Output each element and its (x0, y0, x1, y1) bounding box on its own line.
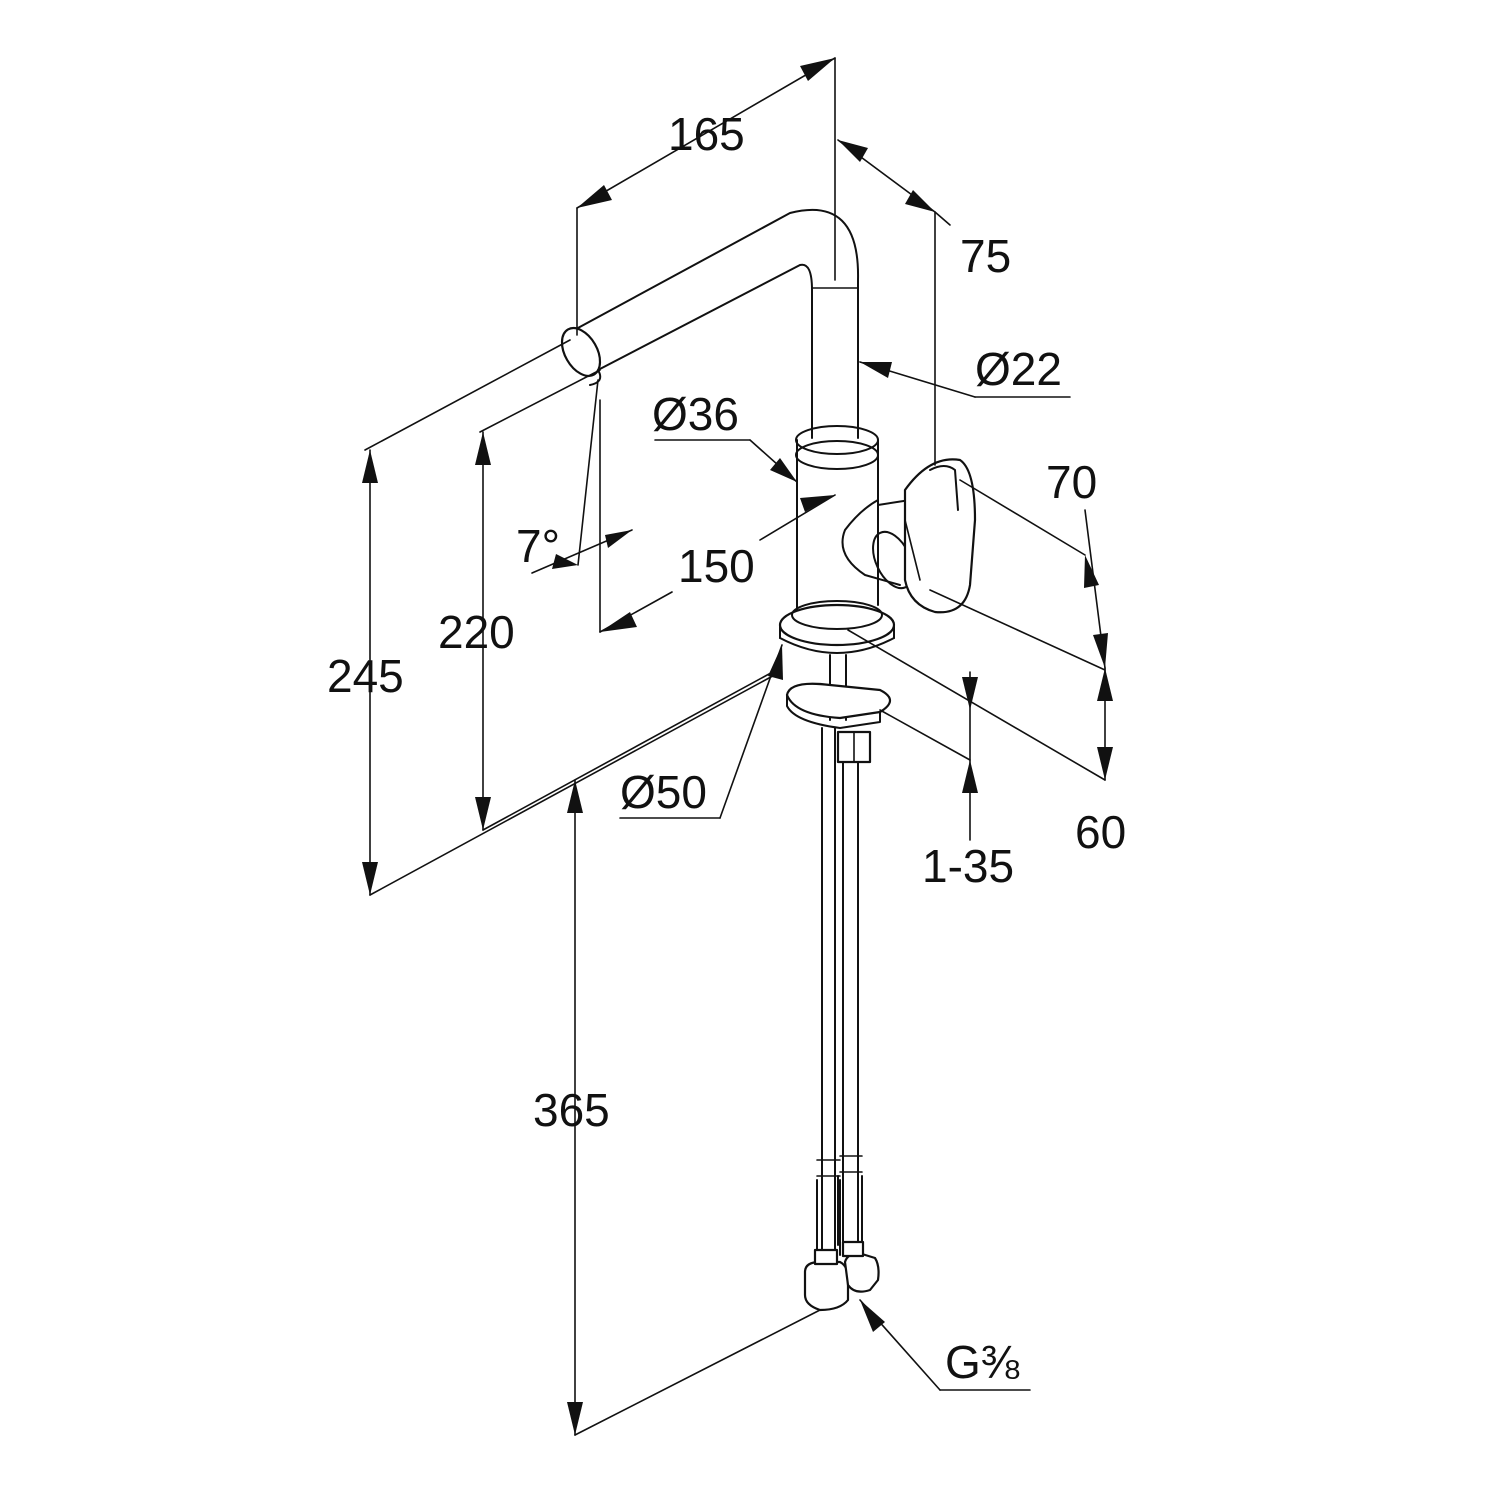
lever-handle (903, 458, 977, 614)
dim-70: 70 (1046, 456, 1097, 508)
dim-150: 150 (678, 540, 755, 592)
dim-365: 365 (533, 1084, 610, 1136)
supply-hoses (803, 727, 880, 1312)
dim-angle-7: 7° (516, 520, 560, 572)
mounting-base (778, 600, 896, 764)
dim-60: 60 (1075, 806, 1126, 858)
dim-75: 75 (960, 230, 1011, 282)
dimension-arrows (362, 58, 1113, 1435)
dim-245: 245 (327, 650, 404, 702)
dim-diameter-22: Ø22 (975, 343, 1062, 395)
dim-thread-g38: G⅜ (945, 1336, 1020, 1388)
dim-220: 220 (438, 606, 515, 658)
faucet-body (795, 425, 914, 619)
dim-diameter-36: Ø36 (652, 388, 739, 440)
faucet-spout (560, 208, 860, 439)
dim-1-35: 1-35 (922, 840, 1014, 892)
dim-165: 165 (668, 108, 745, 160)
dim-diameter-50: Ø50 (620, 766, 707, 818)
